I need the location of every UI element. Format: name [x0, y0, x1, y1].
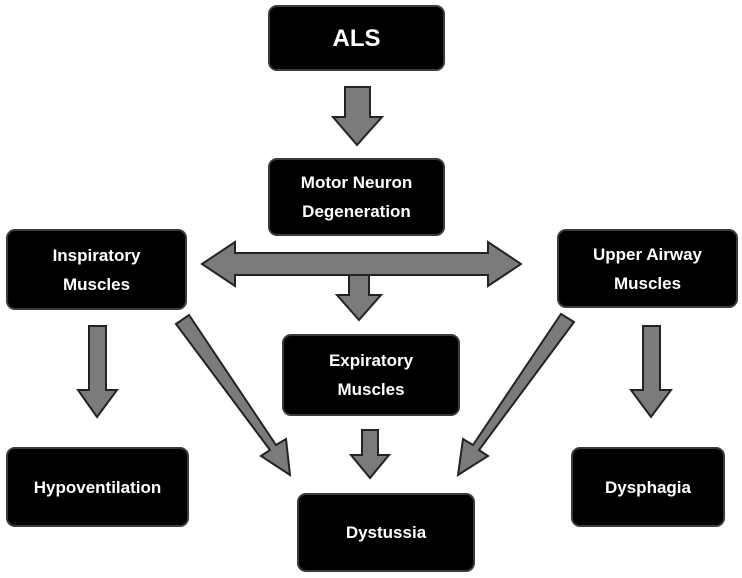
arrow-als-to-motor-neuron	[330, 86, 385, 147]
arrow-inspiratory-to-dystussia	[174, 313, 292, 478]
arrow-upper-airway-to-dystussia	[456, 312, 576, 477]
node-expiratory-muscles: Expiratory Muscles	[282, 334, 460, 416]
node-dysphagia: Dysphagia	[571, 447, 725, 527]
node-inspiratory-muscles: Inspiratory Muscles	[6, 229, 187, 310]
node-hypoventilation: Hypoventilation	[6, 447, 189, 527]
node-motor-neuron-degeneration: Motor Neuron Degeneration	[268, 158, 445, 236]
node-upper-airway-muscles: Upper Airway Muscles	[557, 229, 738, 308]
node-dystussia: Dystussia	[297, 493, 475, 572]
arrow-expiratory-to-dystussia	[348, 429, 392, 480]
arrow-upper-airway-to-dysphagia	[629, 325, 673, 419]
arrow-inspiratory-upper-airway	[200, 240, 523, 288]
arrow-inspiratory-to-hypoventilation	[76, 325, 119, 419]
node-als: ALS	[268, 5, 445, 71]
arrow-motor-neuron-to-expiratory	[334, 274, 384, 322]
